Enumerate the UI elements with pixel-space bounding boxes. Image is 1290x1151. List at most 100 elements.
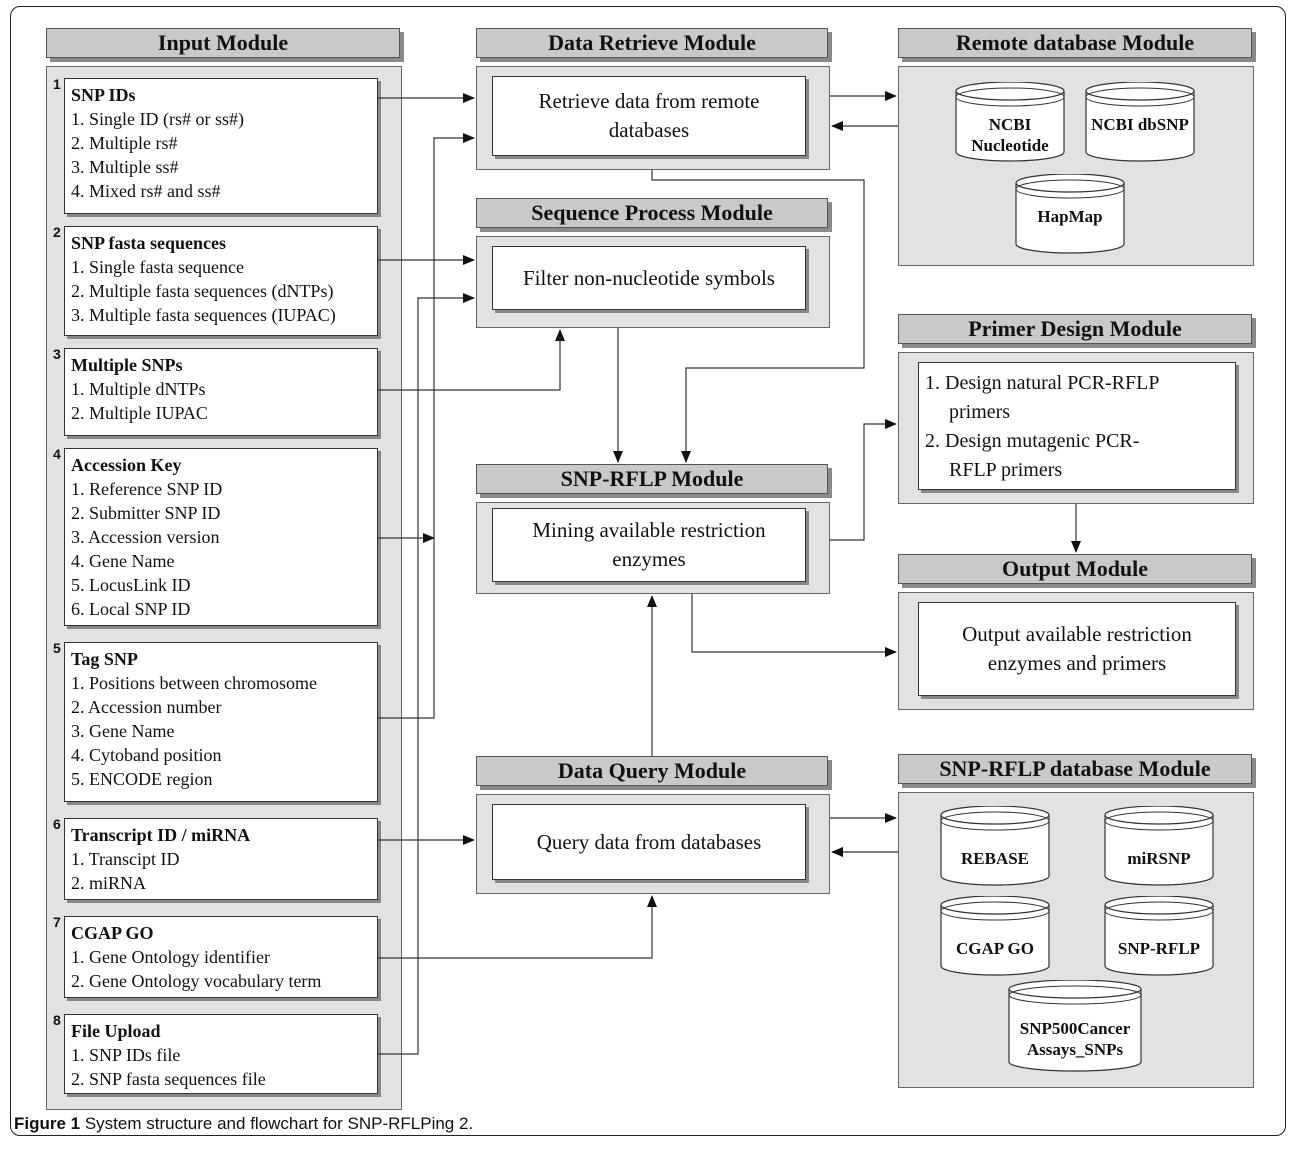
caption-period: . bbox=[468, 1114, 474, 1133]
input-item: 1. SNP IDs file bbox=[71, 1045, 181, 1065]
database-icon bbox=[940, 805, 1050, 886]
input-title: Multiple SNPs bbox=[71, 355, 183, 375]
input-box-2: SNP fasta sequences 1. Single fasta seque… bbox=[64, 226, 378, 336]
input-box-3: Multiple SNPs 1. Multiple dNTPs 2. Multipl… bbox=[64, 348, 378, 436]
input-number-7: 7 bbox=[53, 914, 61, 930]
database-label: CGAP GO bbox=[956, 939, 1034, 958]
input-title: CGAP GO bbox=[71, 923, 154, 943]
input-number-3: 3 bbox=[53, 346, 61, 362]
data-retrieve-module-header: Data Retrieve Module bbox=[476, 28, 828, 58]
input-item: 2. Accession number bbox=[71, 697, 222, 717]
figure-caption: Figure 1 System structure and flowchart … bbox=[14, 1114, 473, 1134]
input-item: 1. Positions between chromosome bbox=[71, 673, 317, 693]
input-title: Tag SNP bbox=[71, 649, 138, 669]
primer-design-box: 1. Design natural PCR-RFLP primers 2. De… bbox=[918, 362, 1236, 490]
input-title: Accession Key bbox=[71, 455, 182, 475]
input-box-7: CGAP GO 1. Gene Ontology identifier 2. Gen… bbox=[64, 916, 378, 998]
input-item: 1. Gene Ontology identifier bbox=[71, 947, 270, 967]
input-title: Transcript ID / miRNA bbox=[71, 825, 251, 845]
retrieve-data-box: Retrieve data from remote databases bbox=[492, 76, 806, 156]
remote-db-1: NCBI Nucleotide bbox=[955, 81, 1065, 162]
database-label: SNP500Cancer Assays_SNPs bbox=[1019, 1019, 1131, 1059]
bus-tagsnp bbox=[378, 133, 475, 719]
primer-item-2-cont: RFLP primers bbox=[949, 459, 1063, 481]
arrow-snprflp-to-primer bbox=[830, 419, 897, 541]
input-item: 3. Gene Name bbox=[71, 721, 175, 741]
local-db-1: REBASE bbox=[940, 805, 1050, 886]
input-title: SNP fasta sequences bbox=[71, 233, 227, 253]
database-icon bbox=[955, 81, 1065, 162]
input-number-6: 6 bbox=[53, 816, 61, 832]
database-label: HapMap bbox=[1037, 207, 1103, 226]
figure-frame bbox=[10, 6, 1286, 1136]
local-db-2: miRSNP bbox=[1104, 805, 1214, 886]
database-icon bbox=[1015, 173, 1125, 254]
input-item: 2. Gene Ontology vocabulary term bbox=[71, 971, 322, 991]
input-module-header: Input Module bbox=[46, 28, 400, 58]
database-icon bbox=[940, 895, 1050, 976]
database-icon bbox=[1104, 805, 1214, 886]
snp-rflp-database-module-header: SNP-RFLP database Module bbox=[898, 754, 1252, 784]
database-label: NCBI dbSNP bbox=[1091, 115, 1189, 134]
database-icon bbox=[1008, 979, 1142, 1072]
caption-label: Figure 1 bbox=[14, 1114, 81, 1133]
input-item: 4. Gene Name bbox=[71, 551, 175, 571]
input-number-5: 5 bbox=[53, 640, 61, 656]
input-item: 1. Multiple dNTPs bbox=[71, 379, 206, 399]
input-item: 1. Transcipt ID bbox=[71, 849, 180, 869]
database-label: NCBI Nucleotide bbox=[971, 115, 1049, 155]
input-item: 2. Multiple fasta sequences (dNTPs) bbox=[71, 281, 334, 301]
database-label: miRSNP bbox=[1127, 849, 1191, 868]
arrow-cgapgo-to-query bbox=[378, 895, 657, 959]
input-item: 3. Accession version bbox=[71, 527, 220, 547]
local-db-3: CGAP GO bbox=[940, 895, 1050, 976]
input-item: 1. Single ID (rs# or ss#) bbox=[71, 109, 244, 129]
input-item: 2. Multiple rs# bbox=[71, 133, 178, 153]
remote-db-2: NCBI dbSNP bbox=[1085, 81, 1195, 162]
database-label: SNP-RFLP bbox=[1117, 939, 1201, 958]
bus-fileupload bbox=[378, 293, 475, 1055]
input-item: 3. Multiple ss# bbox=[71, 157, 179, 177]
input-item: 2. Multiple IUPAC bbox=[71, 403, 208, 423]
input-item: 2. Submitter SNP ID bbox=[71, 503, 221, 523]
database-icon bbox=[1104, 895, 1214, 976]
arrow-retrieve-to-snprflp bbox=[651, 170, 865, 463]
input-item: 4. Cytoband position bbox=[71, 745, 222, 765]
input-item: 5. LocusLink ID bbox=[71, 575, 191, 595]
input-title: File Upload bbox=[71, 1021, 161, 1041]
input-number-8: 8 bbox=[53, 1012, 61, 1028]
input-item: 1. Reference SNP ID bbox=[71, 479, 223, 499]
mining-box: Mining available restriction enzymes bbox=[492, 508, 806, 582]
input-box-5: Tag SNP 1. Positions between chromosome 2.… bbox=[64, 642, 378, 802]
input-title: SNP IDs bbox=[71, 85, 136, 105]
data-query-module-header: Data Query Module bbox=[476, 756, 828, 786]
input-number-1: 1 bbox=[53, 76, 61, 92]
primer-item-2: 2. Design mutagenic PCR- bbox=[925, 430, 1140, 452]
filter-box: Filter non-nucleotide symbols bbox=[492, 246, 806, 310]
snp-rflp-module-header: SNP-RFLP Module bbox=[476, 464, 828, 494]
primer-item-1: 1. Design natural PCR-RFLP bbox=[925, 372, 1160, 394]
input-number-2: 2 bbox=[53, 224, 61, 240]
input-item: 1. Single fasta sequence bbox=[71, 257, 244, 277]
query-box: Query data from databases bbox=[492, 804, 806, 880]
caption-text: System structure and flowchart for SNP-R… bbox=[80, 1114, 469, 1133]
database-label: REBASE bbox=[960, 849, 1030, 868]
primer-design-module-header: Primer Design Module bbox=[898, 314, 1252, 344]
primer-item-1-cont: primers bbox=[949, 401, 1011, 423]
input-item: 3. Multiple fasta sequences (IUPAC) bbox=[71, 305, 336, 325]
local-db-5: SNP500Cancer Assays_SNPs bbox=[1008, 979, 1142, 1072]
input-number-4: 4 bbox=[53, 446, 61, 462]
input-item: 2. miRNA bbox=[71, 873, 147, 893]
local-db-4: SNP-RFLP bbox=[1104, 895, 1214, 976]
input-item: 5. ENCODE region bbox=[71, 769, 213, 789]
remote-db-3: HapMap bbox=[1015, 173, 1125, 254]
arrow-snprflp-to-output bbox=[691, 594, 897, 657]
input-box-1: SNP IDs 1. Single ID (rs# or ss#) 2. Multi… bbox=[64, 78, 378, 214]
arrow-multisnps-to-filter bbox=[378, 329, 565, 391]
input-item: 4. Mixed rs# and ss# bbox=[71, 181, 221, 201]
remote-database-module-header: Remote database Module bbox=[898, 28, 1252, 58]
input-item: 6. Local SNP ID bbox=[71, 599, 191, 619]
input-box-6: Transcript ID / miRNA 1. Transcipt ID 2. m… bbox=[64, 818, 378, 900]
